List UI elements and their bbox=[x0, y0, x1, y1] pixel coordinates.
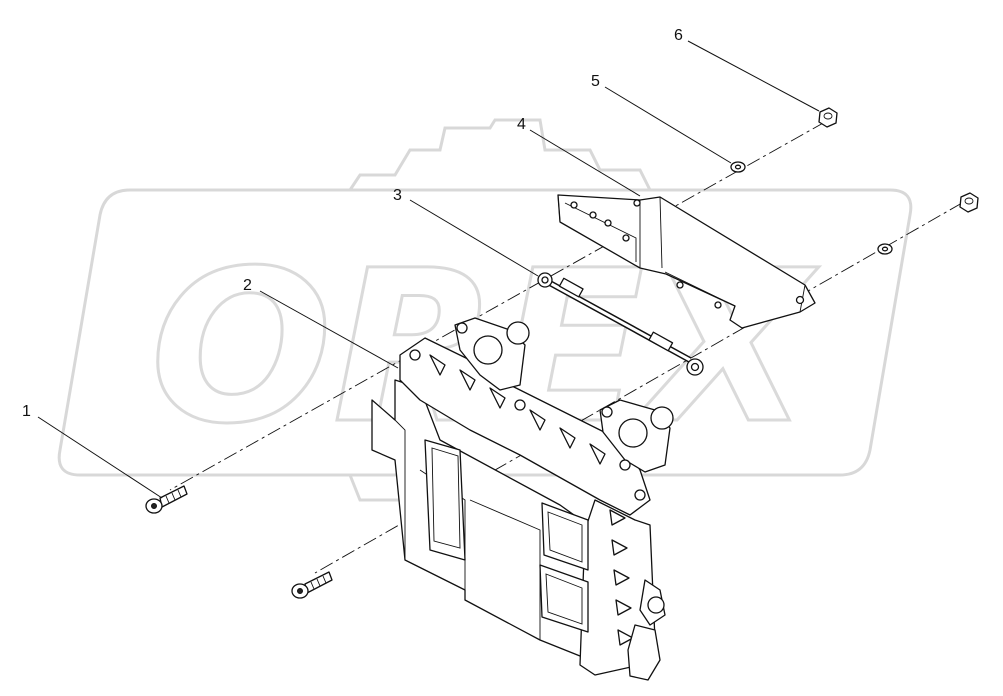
callout-6: 6 bbox=[674, 27, 683, 44]
callout-5: 5 bbox=[591, 73, 600, 90]
bolt-lower bbox=[291, 571, 333, 599]
washer-upper bbox=[730, 161, 746, 173]
callout-3: 3 bbox=[393, 187, 402, 204]
tie-rod bbox=[537, 272, 704, 376]
control-unit bbox=[371, 317, 674, 681]
leader-lines bbox=[37, 40, 820, 499]
bolt-upper bbox=[145, 485, 188, 514]
washer-lower bbox=[877, 243, 893, 255]
nut-upper bbox=[818, 107, 838, 128]
assembly-centerlines bbox=[169, 121, 963, 574]
mounting-bracket bbox=[557, 194, 816, 329]
callout-2: 2 bbox=[243, 277, 252, 294]
nut-lower bbox=[959, 192, 979, 213]
callout-4: 4 bbox=[517, 116, 526, 133]
callout-1: 1 bbox=[22, 403, 31, 420]
